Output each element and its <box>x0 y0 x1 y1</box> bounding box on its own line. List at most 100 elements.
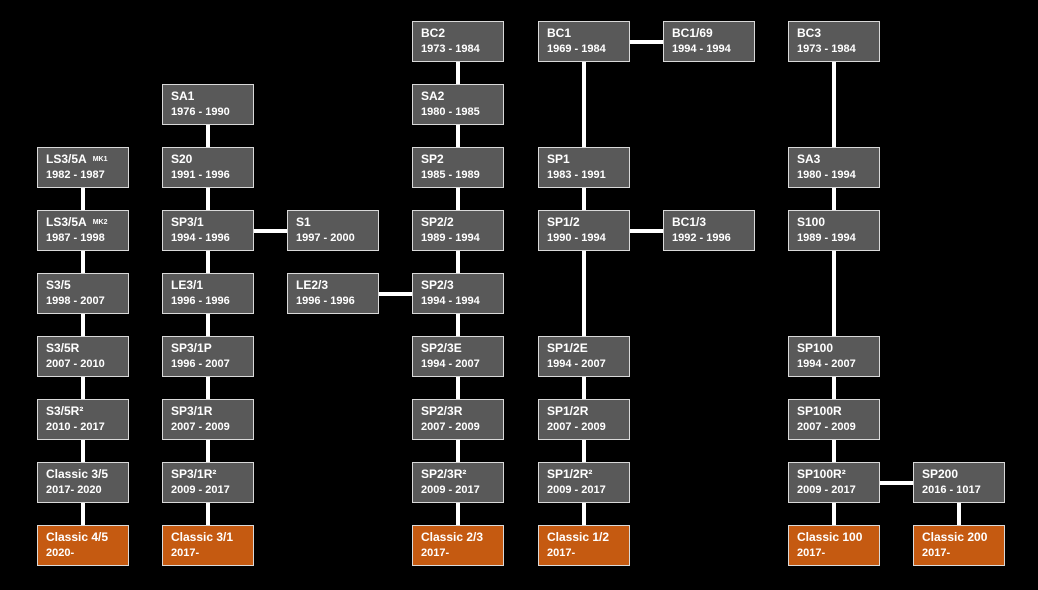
model-name-text: LE2/3 <box>296 278 329 292</box>
vertical-connector <box>456 377 460 399</box>
vertical-connector <box>206 314 210 336</box>
model-name-text: BC1/3 <box>672 215 707 229</box>
model-name-text: BC3 <box>797 26 822 40</box>
model-years: 2017- 2020 <box>46 484 102 496</box>
model-name: SP2 <box>421 152 503 167</box>
vertical-connector <box>582 377 586 399</box>
model-name: LE2/3 <box>296 278 378 293</box>
model-name: Classic 3/1 <box>171 530 253 545</box>
vertical-connector <box>832 440 836 462</box>
model-years: 2009 - 2017 <box>171 484 230 496</box>
model-years: 1990 - 1994 <box>547 232 606 244</box>
model-name: SP2/3R <box>421 404 503 419</box>
model-name-text: Classic 1/2 <box>547 530 610 544</box>
model-years: 2010 - 2017 <box>46 421 105 433</box>
vertical-connector <box>206 251 210 273</box>
vertical-connector <box>957 503 961 525</box>
model-name: SP2/2 <box>421 215 503 230</box>
model-name-text: S20 <box>171 152 193 166</box>
model-name-text: LE3/1 <box>171 278 204 292</box>
vertical-connector <box>206 440 210 462</box>
model-years: 2017- <box>922 547 951 559</box>
model-years: 2007 - 2009 <box>171 421 230 433</box>
model-name: Classic 1/2 <box>547 530 629 545</box>
model-name: S20 <box>171 152 253 167</box>
horizontal-connector <box>379 291 412 296</box>
model-name: SP1 <box>547 152 629 167</box>
model-years: 2017- <box>421 547 450 559</box>
model-name: BC1 <box>547 26 629 41</box>
model-name-text: Classic 3/1 <box>171 530 234 544</box>
vertical-connector <box>582 62 586 147</box>
model-name-text: SP200 <box>922 467 959 481</box>
model-node: LE3/1 1996 - 1996 <box>162 273 254 314</box>
model-name: S3/5R <box>46 341 128 356</box>
model-name-text: SP2 <box>421 152 444 166</box>
vertical-connector <box>81 314 85 336</box>
vertical-connector <box>206 188 210 210</box>
model-name: SP1/2R <box>547 404 629 419</box>
model-name-text: Classic 200 <box>922 530 988 544</box>
model-name-text: SP3/1 <box>171 215 204 229</box>
model-name-text: Classic 3/5 <box>46 467 109 481</box>
model-name-text: S3/5 <box>46 278 71 292</box>
vertical-connector <box>832 377 836 399</box>
model-name: Classic 3/5 <box>46 467 128 482</box>
model-years: 2009 - 2017 <box>547 484 606 496</box>
model-name: SP3/1R <box>171 404 253 419</box>
model-years: 1992 - 1996 <box>672 232 731 244</box>
vertical-connector <box>456 62 460 84</box>
vertical-connector <box>832 503 836 525</box>
model-name-text: SP100 <box>797 341 834 355</box>
model-years: 1996 - 2007 <box>171 358 230 370</box>
vertical-connector <box>81 503 85 525</box>
model-years: 2009 - 2017 <box>421 484 480 496</box>
model-node: Classic 2/3 2017- <box>412 525 504 566</box>
model-name: SP3/1 <box>171 215 253 230</box>
model-name: SP200 <box>922 467 1004 482</box>
model-node: BC1/3 1992 - 1996 <box>663 210 755 251</box>
model-mark: MK2 <box>92 219 108 226</box>
model-name-text: SP2/3 <box>421 278 454 292</box>
model-name: SP100R <box>797 404 879 419</box>
model-name: SA3 <box>797 152 879 167</box>
model-years: 1980 - 1994 <box>797 169 856 181</box>
model-years: 1976 - 1990 <box>171 106 230 118</box>
model-years: 1994 - 2007 <box>421 358 480 370</box>
model-years: 1994 - 1994 <box>672 43 731 55</box>
model-years: 1982 - 1987 <box>46 169 105 181</box>
model-name: S3/5 <box>46 278 128 293</box>
vertical-connector <box>456 314 460 336</box>
model-name: SP1/2E <box>547 341 629 356</box>
model-name-text: Classic 2/3 <box>421 530 484 544</box>
model-name-text: SP2/3R² <box>421 467 467 481</box>
model-name-text: S1 <box>296 215 311 229</box>
model-years: 2007 - 2009 <box>421 421 480 433</box>
model-years: 1969 - 1984 <box>547 43 606 55</box>
model-years: 2007 - 2009 <box>797 421 856 433</box>
vertical-connector <box>832 188 836 210</box>
model-years: 1996 - 1996 <box>171 295 230 307</box>
vertical-connector <box>81 251 85 273</box>
model-name-text: Classic 4/5 <box>46 530 109 544</box>
model-years: 1980 - 1985 <box>421 106 480 118</box>
model-name: SA1 <box>171 89 253 104</box>
vertical-connector <box>81 440 85 462</box>
model-name-text: LS3/5A <box>46 152 87 166</box>
model-name-text: SP2/2 <box>421 215 454 229</box>
